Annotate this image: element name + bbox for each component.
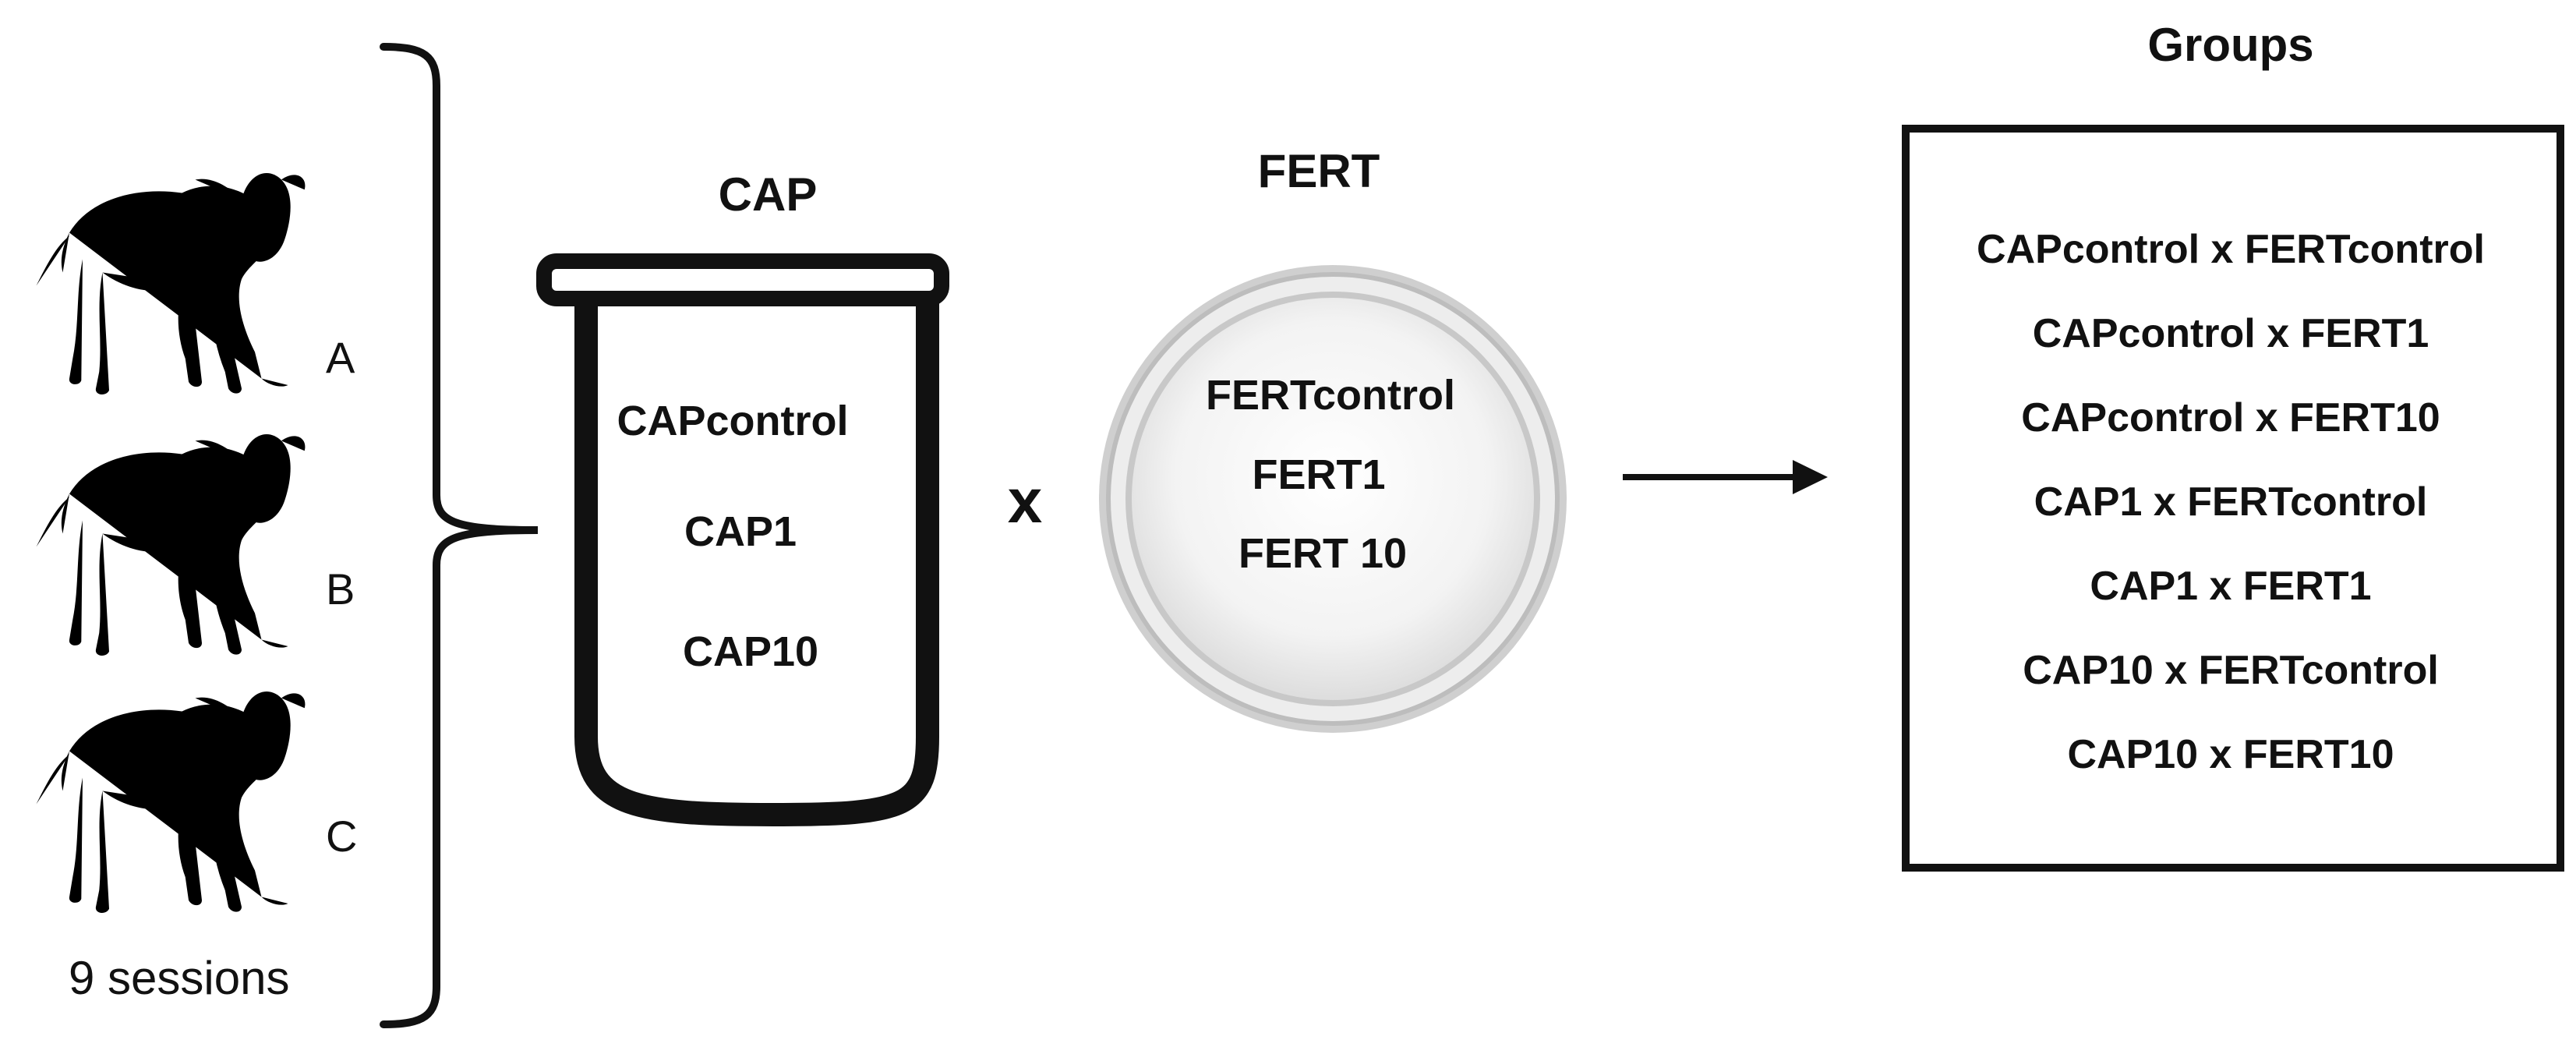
bull-icon xyxy=(12,173,306,395)
group-item: CAP10 x FERTcontrol xyxy=(2023,648,2439,693)
group-item: CAP10 x FERT10 xyxy=(2067,732,2394,777)
groups-title: Groups xyxy=(2147,19,2313,71)
group-item: CAP1 x FERTcontrol xyxy=(2034,479,2428,525)
animal-label-b: B xyxy=(326,564,355,614)
cap-title: CAP xyxy=(719,168,818,221)
fert-item-control: FERTcontrol xyxy=(1206,372,1455,419)
sessions-label: 9 sessions xyxy=(69,952,289,1004)
result-arrow xyxy=(1623,460,1828,494)
cap-item-1: CAP1 xyxy=(684,508,797,555)
cap-beaker-body xyxy=(574,288,939,827)
animal-label-c: C xyxy=(326,812,357,861)
group-item: CAPcontrol x FERT1 xyxy=(2033,311,2429,356)
animal-label-a: A xyxy=(326,333,355,382)
times-operator: x xyxy=(1008,466,1043,536)
fert-item-1: FERT1 xyxy=(1252,451,1385,498)
bull-icon xyxy=(12,691,306,914)
fert-item-10: FERT 10 xyxy=(1239,530,1407,577)
bull-icon xyxy=(12,434,306,656)
cap-container xyxy=(536,253,949,827)
grouping-brace xyxy=(380,43,539,1028)
fert-title: FERT xyxy=(1258,145,1380,197)
cap-item-10: CAP10 xyxy=(683,628,818,675)
group-item: CAP1 x FERT1 xyxy=(2090,564,2371,609)
groups-box xyxy=(1902,125,2564,872)
animal-b: B xyxy=(12,434,355,656)
animal-c: C xyxy=(12,691,357,914)
group-item: CAPcontrol x FERTcontrol xyxy=(1977,227,2485,272)
cap-beaker-rim xyxy=(536,253,949,306)
animal-a: A xyxy=(12,173,355,395)
cap-item-control: CAPcontrol xyxy=(617,398,849,444)
group-item: CAPcontrol x FERT10 xyxy=(2021,395,2440,440)
fert-petri-dish xyxy=(1099,265,1567,733)
